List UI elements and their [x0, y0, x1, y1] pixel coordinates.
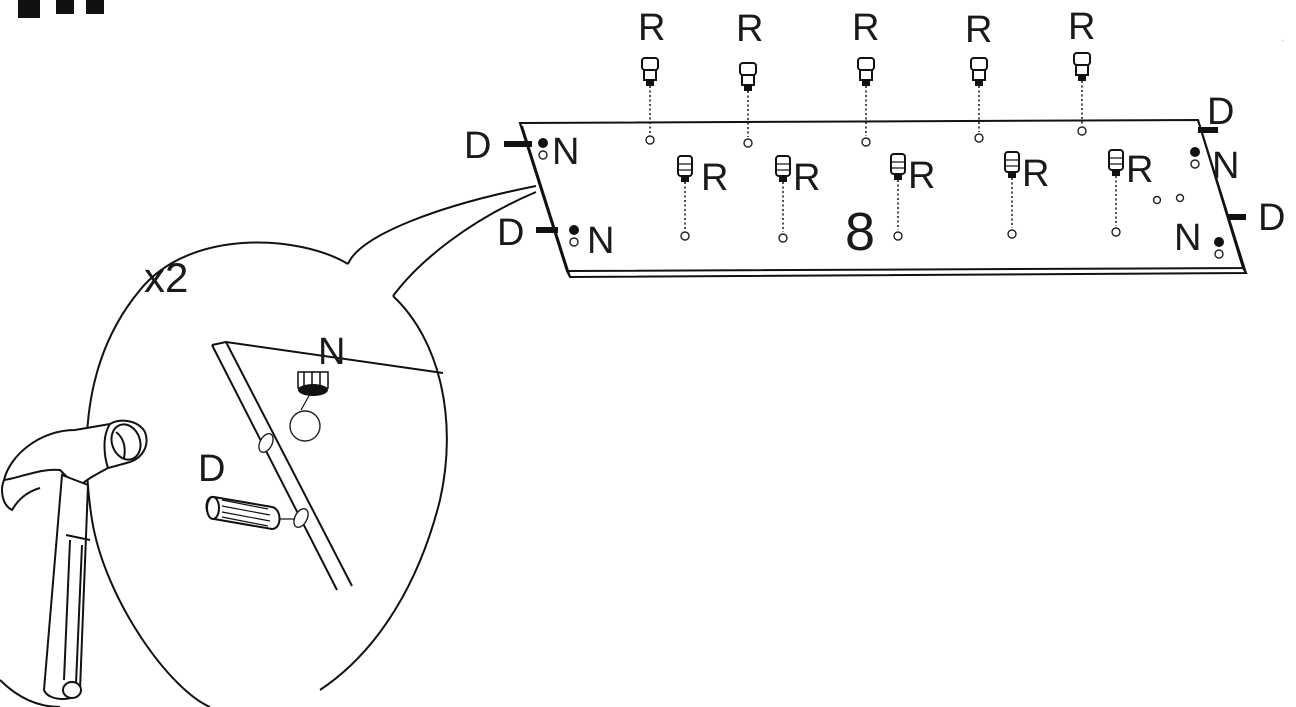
cam-bolt-label: R — [1068, 6, 1095, 48]
cam-bolt-label: R — [638, 7, 665, 49]
cam-bolt-label: R — [701, 157, 728, 199]
dowel-label: D — [1207, 91, 1234, 133]
dowel-label: D — [464, 125, 491, 167]
cam-bolt-label: R — [852, 7, 879, 49]
cam-nut-label: N — [1174, 217, 1201, 259]
cam-bolt-label: R — [1022, 153, 1049, 195]
cam-nut-label: N — [587, 220, 614, 262]
cam-bolt-label: R — [965, 9, 992, 51]
cam-bolt-label: R — [908, 155, 935, 197]
hammer-icon — [1, 419, 148, 700]
cam-bolt-label: R — [793, 157, 820, 199]
dowel-label: D — [1258, 197, 1285, 239]
panel-number: 8 — [845, 202, 875, 262]
left-edge-fittings: D N D N — [464, 125, 614, 262]
cam-bolt-row: R R R R — [638, 6, 1095, 148]
dowel-label: D — [497, 212, 524, 254]
dowel-label: D — [198, 448, 225, 490]
cam-bolt-label: R — [1126, 149, 1153, 191]
dowel-detail: D — [198, 448, 295, 531]
cam-nut-label: N — [552, 131, 579, 173]
cropped-step-marker — [18, 0, 104, 18]
repeat-count: x2 — [144, 254, 188, 301]
cam-bolt-label: R — [736, 8, 763, 50]
cam-nut-label: N — [1212, 145, 1239, 187]
zoom-callout: x2 N D — [0, 185, 537, 707]
cam-nut-row: R R R — [677, 149, 1153, 243]
panel-8: 8 R R — [464, 91, 1285, 279]
cam-nut-label: N — [318, 331, 345, 373]
right-edge-fittings: D N D N — [1174, 91, 1285, 259]
cam-nut-detail: N — [297, 331, 345, 411]
